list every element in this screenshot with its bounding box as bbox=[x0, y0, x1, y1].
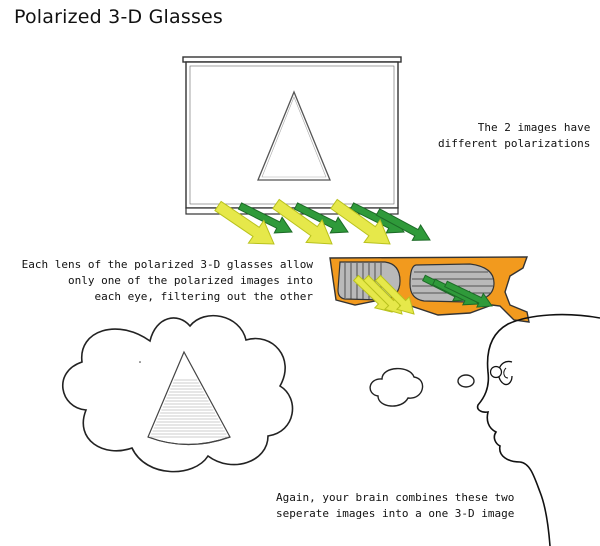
green-arrow bbox=[237, 202, 293, 234]
projection-screen bbox=[182, 56, 402, 215]
label-brain: Again, your brain combines these two sep… bbox=[276, 490, 514, 522]
yellow-arrow bbox=[374, 274, 415, 315]
yellow-arrow bbox=[272, 198, 333, 245]
label-polarizations: The 2 images have different polarization… bbox=[438, 120, 590, 152]
thought-cloud bbox=[62, 314, 475, 473]
lens-line-1: Each lens of the polarized 3-D glasses a… bbox=[21, 258, 313, 271]
cone-image bbox=[139, 350, 231, 446]
label-lens: Each lens of the polarized 3-D glasses a… bbox=[22, 257, 313, 305]
ear bbox=[497, 360, 513, 386]
triangle-image bbox=[257, 90, 331, 181]
polarizations-line-1: The 2 images have bbox=[477, 121, 591, 134]
polarizations-line-2: different polarizations bbox=[438, 137, 591, 150]
filtered-light-arrows bbox=[352, 274, 493, 315]
eye bbox=[489, 365, 503, 379]
thought-bubble-small bbox=[457, 374, 475, 388]
head-outline bbox=[476, 313, 600, 546]
yellow-arrow bbox=[330, 198, 391, 245]
polarized-light-arrows bbox=[214, 198, 431, 245]
thought-bubble-medium bbox=[369, 367, 424, 407]
yellow-arrow bbox=[214, 200, 275, 245]
green-arrow bbox=[444, 280, 493, 308]
brain-line-1: Again, your brain combines these two bbox=[276, 491, 515, 504]
green-arrow bbox=[293, 202, 349, 234]
polarized-glasses bbox=[329, 256, 530, 323]
brain-line-2: seperate images into a one 3-D image bbox=[276, 507, 515, 520]
green-arrow bbox=[375, 208, 431, 241]
yellow-arrow bbox=[362, 274, 403, 315]
diagram-title: Polarized 3-D Glasses bbox=[14, 6, 224, 28]
lens-line-3: each eye, filtering out the other bbox=[94, 290, 313, 303]
lens-line-2: only one of the polarized images into bbox=[67, 274, 313, 287]
